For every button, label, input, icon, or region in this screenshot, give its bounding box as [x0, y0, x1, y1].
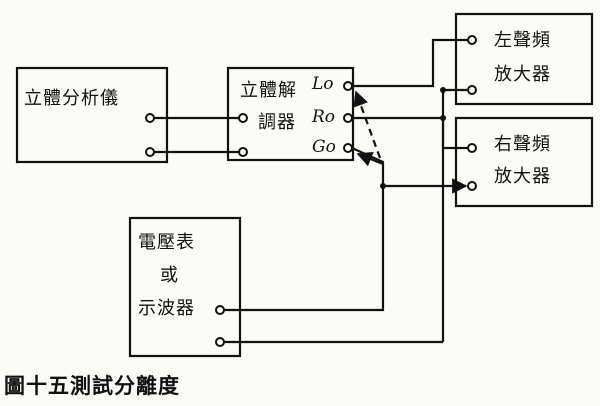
- junction-dot: [380, 183, 386, 189]
- meter-label-line1: 電壓表: [138, 232, 195, 253]
- demodulator-label-line1: 立體解: [240, 80, 297, 101]
- terminal-go: [343, 143, 353, 153]
- terminal: [215, 305, 225, 315]
- terminal: [467, 143, 477, 153]
- terminal: [145, 113, 155, 123]
- demodulator-box: [226, 66, 355, 162]
- figure-caption: 圖十五測試分離度: [4, 374, 180, 398]
- left-amp-label-line1: 左聲頻: [494, 30, 551, 51]
- analyzer-box: [15, 66, 169, 164]
- junction-dot: [440, 115, 446, 121]
- terminal-ro: [343, 113, 353, 123]
- port-label-g: Go: [312, 137, 336, 157]
- terminal: [238, 113, 248, 123]
- wire-ro-right: [352, 116, 468, 150]
- meter-label-line2: 或: [160, 265, 179, 286]
- terminal: [467, 85, 477, 95]
- analyzer-label: 立體分析儀: [24, 88, 119, 109]
- right-amp-label-line2: 放大器: [494, 166, 551, 187]
- terminal: [238, 147, 248, 157]
- left-amp-label-line2: 放大器: [494, 64, 551, 85]
- arrow-to-go: [356, 151, 384, 167]
- right-amp-box: [454, 116, 594, 208]
- terminal-lo: [343, 81, 353, 91]
- meter-label-line3: 示波器: [138, 298, 195, 319]
- terminal: [215, 337, 225, 347]
- terminal: [145, 147, 155, 157]
- meter-box: [128, 216, 242, 358]
- demodulator-label-line2: 調器: [258, 112, 296, 133]
- terminal: [467, 35, 477, 45]
- left-amp-box: [454, 12, 594, 106]
- dashed-arrow-to-lo: [353, 90, 382, 159]
- right-amp-label-line1: 右聲頻: [494, 134, 551, 155]
- wire-go-meter: [224, 146, 385, 312]
- junction-dot: [440, 87, 446, 93]
- port-label-r: Ro: [312, 107, 336, 127]
- port-label-l: Lo: [312, 74, 334, 94]
- terminal: [467, 181, 477, 191]
- wire-lo-left: [352, 38, 468, 88]
